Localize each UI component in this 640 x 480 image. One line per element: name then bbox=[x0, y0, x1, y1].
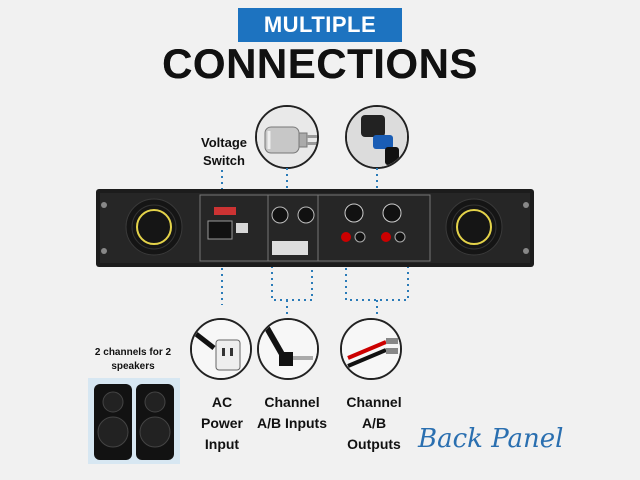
ac-plug-image bbox=[190, 318, 252, 380]
banana-cable-image bbox=[340, 318, 402, 380]
back-panel-label: Back Panel bbox=[418, 424, 564, 454]
speakers-caption: 2 channels for 2 speakers bbox=[94, 347, 172, 372]
speakon-connector-image bbox=[345, 105, 409, 169]
xlr-connector-image bbox=[255, 105, 319, 169]
page-title: CONNECTIONS bbox=[162, 40, 478, 87]
jack-cable-image bbox=[257, 318, 319, 380]
amplifier-back-panel bbox=[96, 185, 534, 271]
headline-tag: MULTIPLE bbox=[238, 8, 402, 42]
voltage-switch-label: Voltage Switch bbox=[201, 135, 247, 168]
speakers-image bbox=[88, 378, 180, 464]
channel-inputs-label: Channel A/B Inputs bbox=[257, 394, 327, 431]
ac-power-input-label: AC Power Input bbox=[200, 394, 243, 452]
channel-outputs-label: Channel A/B Outputs bbox=[346, 394, 402, 452]
